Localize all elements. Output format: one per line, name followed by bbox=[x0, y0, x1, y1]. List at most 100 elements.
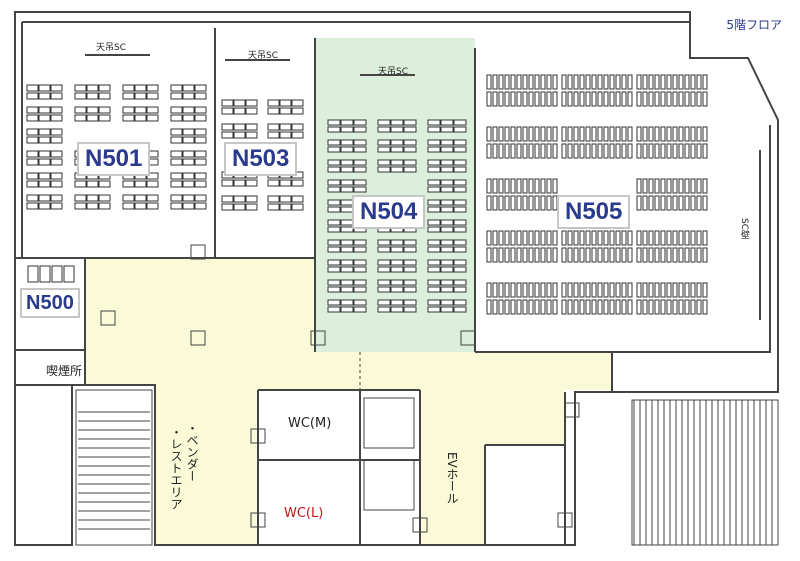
seat bbox=[492, 143, 498, 159]
desk bbox=[98, 106, 111, 114]
desk bbox=[353, 299, 367, 306]
seat bbox=[678, 74, 684, 90]
desk bbox=[194, 172, 207, 180]
seat bbox=[666, 247, 672, 263]
seat bbox=[546, 282, 552, 298]
desk bbox=[245, 99, 258, 107]
desk bbox=[403, 239, 417, 246]
desk bbox=[221, 107, 234, 115]
desk bbox=[98, 114, 111, 122]
seat bbox=[486, 230, 492, 246]
seat bbox=[627, 230, 633, 246]
seat bbox=[621, 230, 627, 246]
seat bbox=[567, 230, 573, 246]
seat bbox=[516, 143, 522, 159]
desk bbox=[38, 106, 51, 114]
wc-women-label[interactable]: WC(L) bbox=[284, 506, 324, 521]
seat bbox=[522, 195, 528, 211]
seat bbox=[510, 299, 516, 315]
room-label-n504[interactable]: N504 bbox=[352, 195, 426, 229]
seat bbox=[528, 299, 534, 315]
floor-title: 5階フロア bbox=[726, 18, 782, 32]
seat bbox=[528, 91, 534, 107]
seat bbox=[672, 195, 678, 211]
seat bbox=[660, 299, 666, 315]
desk bbox=[38, 136, 51, 144]
desk bbox=[170, 158, 183, 166]
seat bbox=[648, 91, 654, 107]
seat bbox=[534, 247, 540, 263]
desk bbox=[233, 123, 246, 131]
vendor-label-line2: ・レストエリア bbox=[169, 426, 183, 510]
desk bbox=[340, 226, 354, 233]
seat bbox=[510, 282, 516, 298]
seat bbox=[636, 91, 642, 107]
seat bbox=[510, 74, 516, 90]
room-label-n505[interactable]: N505 bbox=[557, 195, 631, 229]
smoking-room-label[interactable]: 喫煙所 bbox=[46, 364, 83, 378]
seat bbox=[504, 195, 510, 211]
desk bbox=[427, 239, 441, 246]
room-label-n500[interactable]: N500 bbox=[20, 288, 80, 318]
seat bbox=[546, 178, 552, 194]
seat bbox=[516, 230, 522, 246]
corridor-area bbox=[85, 258, 612, 545]
seat bbox=[522, 282, 528, 298]
seat bbox=[510, 178, 516, 194]
desk bbox=[327, 206, 341, 213]
desk bbox=[39, 265, 51, 283]
desk bbox=[182, 202, 195, 210]
seat bbox=[684, 143, 690, 159]
desk bbox=[221, 131, 234, 139]
seat bbox=[492, 282, 498, 298]
seat bbox=[702, 282, 708, 298]
seat bbox=[609, 230, 615, 246]
seat bbox=[642, 299, 648, 315]
desk bbox=[353, 239, 367, 246]
desk bbox=[390, 279, 404, 286]
seat bbox=[660, 195, 666, 211]
room-label-n503[interactable]: N503 bbox=[224, 142, 298, 176]
seat bbox=[690, 299, 696, 315]
seat bbox=[636, 282, 642, 298]
desk bbox=[340, 306, 354, 313]
desk bbox=[353, 306, 367, 313]
desk bbox=[134, 106, 147, 114]
seat bbox=[609, 143, 615, 159]
seat bbox=[585, 282, 591, 298]
seat bbox=[597, 230, 603, 246]
desk bbox=[390, 126, 404, 133]
seat bbox=[585, 247, 591, 263]
seat bbox=[660, 247, 666, 263]
desk bbox=[182, 114, 195, 122]
desk bbox=[427, 159, 441, 166]
seat bbox=[678, 91, 684, 107]
desk bbox=[390, 119, 404, 126]
desk bbox=[194, 202, 207, 210]
desk bbox=[377, 239, 391, 246]
seat bbox=[522, 143, 528, 159]
desk bbox=[38, 180, 51, 188]
seat bbox=[552, 91, 558, 107]
seat bbox=[666, 143, 672, 159]
desk bbox=[134, 180, 147, 188]
desk bbox=[245, 195, 258, 203]
seat bbox=[702, 74, 708, 90]
desk bbox=[38, 92, 51, 100]
desk bbox=[377, 246, 391, 253]
seat bbox=[627, 247, 633, 263]
room-label-n501[interactable]: N501 bbox=[77, 142, 151, 176]
seat bbox=[636, 74, 642, 90]
desk bbox=[194, 150, 207, 158]
seat bbox=[597, 247, 603, 263]
seat bbox=[522, 299, 528, 315]
seat bbox=[615, 74, 621, 90]
desk bbox=[427, 286, 441, 293]
wc-men-label[interactable]: WC(M) bbox=[288, 416, 332, 431]
column bbox=[310, 330, 326, 346]
desk bbox=[26, 92, 39, 100]
seat bbox=[642, 126, 648, 142]
desk bbox=[170, 194, 183, 202]
seat bbox=[546, 230, 552, 246]
seat bbox=[609, 299, 615, 315]
